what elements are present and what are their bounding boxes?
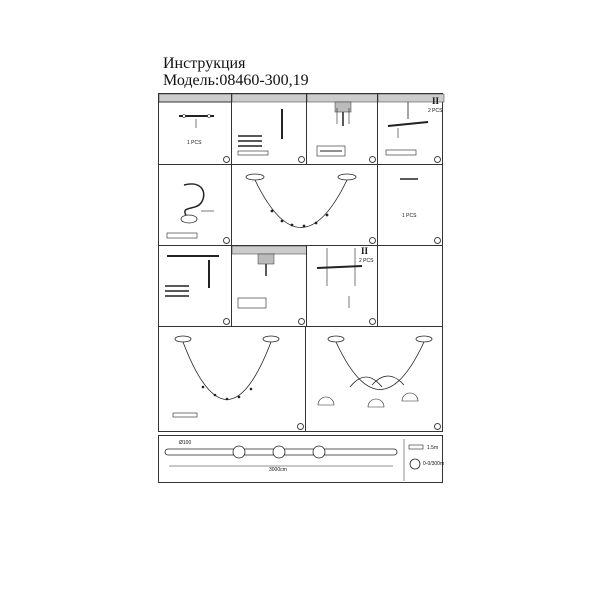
drilling-illustration <box>306 93 380 157</box>
step-panel-6 <box>231 164 378 246</box>
ceiling-illustration <box>158 93 234 128</box>
screws-illustration <box>231 93 309 156</box>
step-badge <box>223 237 230 244</box>
diameter-label: Ø100 <box>179 440 192 446</box>
screws-illustration <box>165 255 219 297</box>
step-badge <box>223 318 230 325</box>
step-badge <box>434 237 441 244</box>
step-badge <box>223 156 230 163</box>
dimension-label: 1.5m <box>427 445 439 451</box>
bar-illustration <box>400 178 418 180</box>
step-badge <box>369 156 376 163</box>
step-panel-8 <box>158 245 232 327</box>
roman-numeral: II <box>361 246 369 256</box>
step-badge <box>434 423 441 430</box>
step-panel-7: 1 PCS <box>377 164 443 246</box>
step-badge <box>297 423 304 430</box>
step-panel-9a <box>231 245 309 327</box>
quantity-label: 2 PCS <box>359 258 374 264</box>
length-label: 3000cm <box>269 467 287 473</box>
step-panel-2 <box>231 93 309 165</box>
step-panel-3 <box>306 93 380 165</box>
title: Инструкция <box>163 55 246 72</box>
rail-illustration <box>164 439 424 481</box>
pendant-chain-illustration <box>172 335 280 418</box>
roman-numeral: II <box>432 96 440 106</box>
quantity-label: 1 PCS <box>402 213 417 219</box>
bracket-illustration <box>316 248 363 308</box>
step-badge <box>434 156 441 163</box>
step-panel-10 <box>158 326 306 432</box>
pendant-chain-illustration <box>245 173 357 228</box>
step-badge <box>369 318 376 325</box>
step-badge <box>298 318 305 325</box>
step-panel-9: II 2 PCS <box>306 245 378 327</box>
step-panel-11 <box>305 326 443 432</box>
step-panel-5 <box>158 164 232 246</box>
bar-panel: Ø100 3000cm 1.5m 0-0/300m <box>158 435 445 483</box>
step-panel-1: 1 PCS <box>158 93 234 165</box>
step-badge <box>369 237 376 244</box>
model-number: Модель:08460-300,19 <box>163 72 309 89</box>
dimension-label: 0-0/300m <box>423 461 445 467</box>
step-panel-blank <box>377 245 443 327</box>
step-badge <box>298 156 305 163</box>
bracket-illustration <box>377 93 445 156</box>
quantity-label: 2 PCS <box>428 108 443 114</box>
pendant-assembly-illustration <box>317 335 433 408</box>
cable-clip-illustration <box>166 183 214 239</box>
drilling-illustration <box>231 245 309 309</box>
step-panel-4: II 2 PCS <box>377 93 445 165</box>
quantity-label: 1 PCS <box>187 140 202 146</box>
